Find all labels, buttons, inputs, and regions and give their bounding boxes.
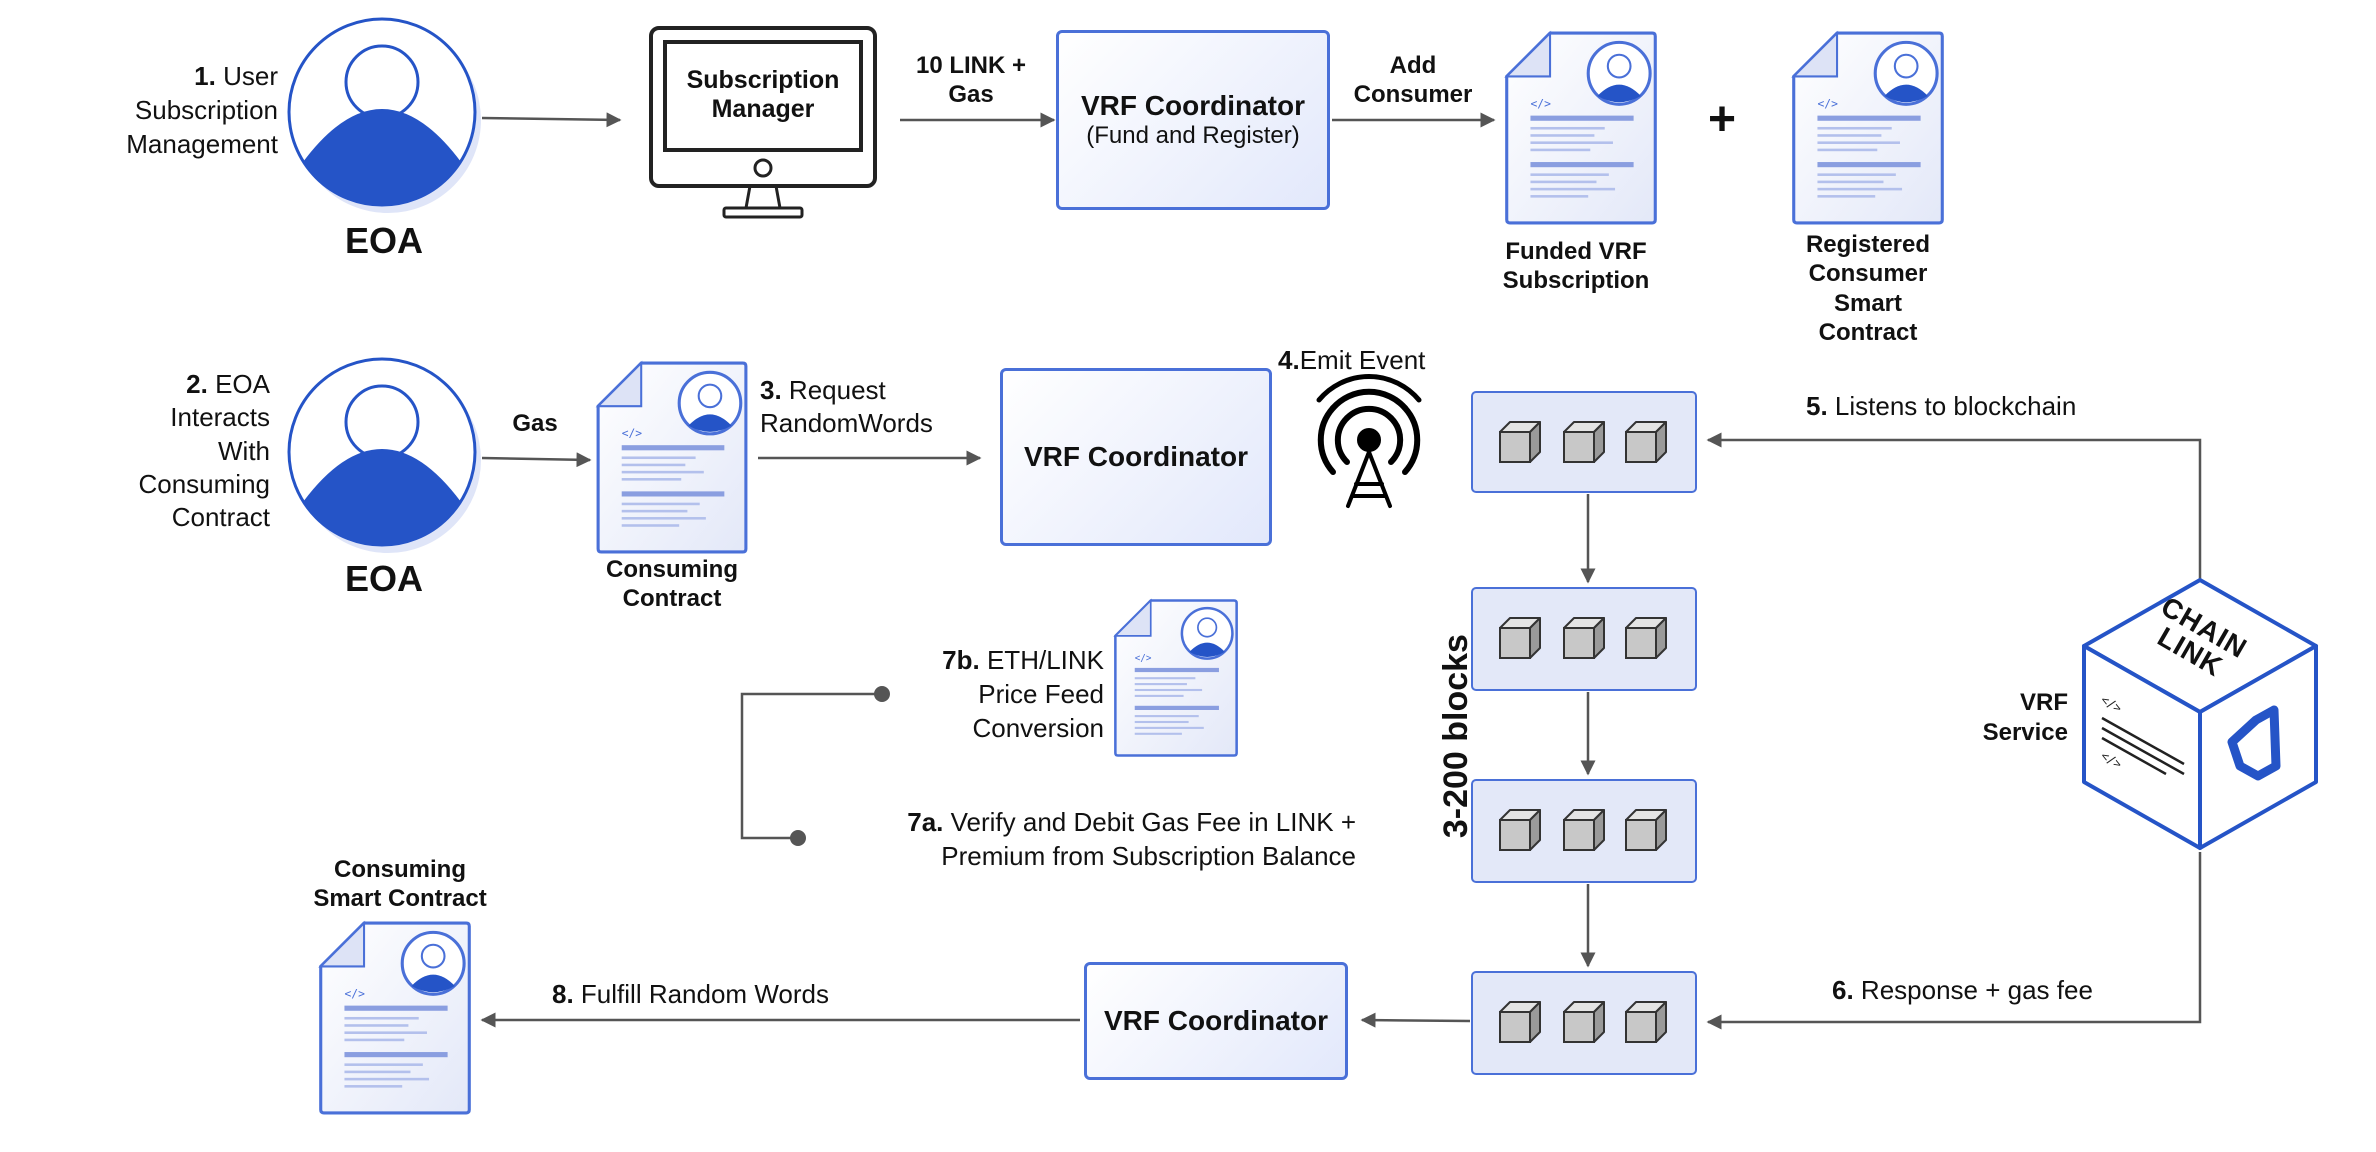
link-gas-line2: Gas xyxy=(948,80,994,108)
step6-label: 6. Response + gas fee xyxy=(1832,974,2093,1008)
step3-number: 3. xyxy=(760,375,782,405)
consuming-smart-contract-line2: Smart Contract xyxy=(313,884,487,912)
step8-number: 8. xyxy=(552,979,574,1009)
blocks-count-label: 3-200 blocks xyxy=(1436,634,1475,839)
subscription-manager-label: Subscription Manager xyxy=(665,66,861,124)
price-feed-doc xyxy=(1114,599,1238,757)
step2-label: 2. EOA Interacts With Consuming Contract xyxy=(138,368,270,534)
gas-label: Gas xyxy=(512,410,558,437)
consuming-contract-label: Consuming Contract xyxy=(572,556,772,614)
step8-text: Fulfill Random Words xyxy=(580,979,829,1009)
block-group-3 xyxy=(1471,779,1697,883)
arrow-eoa-to-consuming xyxy=(481,452,592,468)
vrf-coordinator-mid-box: VRF Coordinator xyxy=(1000,368,1272,546)
step7b-label: 7b. ETH/LINK Price Feed Conversion xyxy=(942,644,1104,745)
chainlink-cube: </> </> xyxy=(2082,578,2318,850)
subscription-manager-line2: Manager xyxy=(711,94,815,123)
consuming-contract-doc xyxy=(596,361,748,554)
step2-line4: Consuming xyxy=(138,468,270,499)
vrf-fund-title: VRF Coordinator xyxy=(1081,90,1305,121)
antenna-icon xyxy=(1316,374,1422,508)
consuming-smart-contract-line1: Consuming xyxy=(334,856,466,883)
arrow-block4-to-vrf xyxy=(1360,1012,1471,1028)
registered-line3: Smart xyxy=(1833,289,1903,317)
block-group-2 xyxy=(1471,587,1697,691)
link-gas-label: 10 LINK + Gas xyxy=(896,52,1046,110)
step7a-line2: Premium from Subscription Balance xyxy=(941,840,1356,871)
step1-label: 1. User Subscription Management xyxy=(126,60,278,161)
step2-line3: With xyxy=(218,435,270,466)
step7a-number: 7a. xyxy=(907,807,944,837)
step7a-label: 7a. Verify and Debit Gas Fee in LINK + P… xyxy=(907,806,1356,874)
step6-number: 6. xyxy=(1832,975,1854,1005)
consuming-contract-line1: Consuming xyxy=(606,556,738,583)
monitor-icon xyxy=(649,26,877,219)
step3-label: 3. Request RandomWords xyxy=(760,374,933,441)
add-consumer-line1: Add xyxy=(1389,52,1437,79)
vrf-coordinator-bottom-box: VRF Coordinator xyxy=(1084,962,1348,1080)
step2-line2: Interacts xyxy=(170,402,270,433)
step2-number: 2. xyxy=(186,369,208,399)
arrow-response xyxy=(1706,852,2202,1030)
funded-sub-line2: Subscription xyxy=(1502,266,1650,294)
step7b-line1: ETH/LINK xyxy=(986,645,1104,675)
block-group-4 xyxy=(1471,971,1697,1075)
registered-line1: Registered xyxy=(1805,231,1931,258)
arrow-eoa-to-manager xyxy=(481,112,622,128)
eoa-label-1: EOA xyxy=(344,220,423,261)
step1-line1: User xyxy=(223,61,278,91)
funded-subscription-doc xyxy=(1505,31,1657,225)
subscription-manager-line1: Subscription xyxy=(686,66,840,94)
vrf-fund-subtitle: (Fund and Register) xyxy=(1086,122,1300,149)
step8-label: 8. Fulfill Random Words xyxy=(552,978,829,1012)
step5-label: 5. Listens to blockchain xyxy=(1806,390,2076,424)
step1-line2: Subscription xyxy=(134,94,278,125)
eoa-avatar-1 xyxy=(287,17,483,215)
link-gas-line1: 10 LINK + xyxy=(915,52,1027,79)
block-group-1 xyxy=(1471,391,1697,493)
step3-line2: RandomWords xyxy=(760,408,933,439)
vrf-service-line2: Service xyxy=(1982,719,2068,746)
add-consumer-label: Add Consumer xyxy=(1338,52,1488,110)
vrf-coordinator-bottom-title: VRF Coordinator xyxy=(1104,1005,1328,1036)
vrf-coordinator-fund-box: VRF Coordinator (Fund and Register) xyxy=(1056,30,1330,210)
step6-text: Response + gas fee xyxy=(1860,975,2093,1005)
add-consumer-line2: Consumer xyxy=(1353,80,1473,108)
vrf-service-line1: VRF xyxy=(2020,689,2068,716)
registered-consumer-doc xyxy=(1792,31,1944,225)
step4-label: 4.Emit Event xyxy=(1278,344,1425,378)
step3-line1: Request xyxy=(788,375,886,405)
step1-line3: Management xyxy=(126,128,278,159)
step2-line1: EOA xyxy=(215,369,270,399)
step7b-number: 7b. xyxy=(942,645,980,675)
step4-number: 4. xyxy=(1278,345,1300,375)
step5-text: Listens to blockchain xyxy=(1834,391,2077,421)
bracket-7a-7b xyxy=(740,686,890,846)
step7b-line2: Price Feed xyxy=(978,678,1104,709)
step4-text: Emit Event xyxy=(1299,345,1426,375)
consuming-smart-contract-doc xyxy=(319,921,471,1115)
step1-number: 1. xyxy=(194,61,216,91)
plus-sign: + xyxy=(1707,93,1737,146)
step7b-line3: Conversion xyxy=(972,712,1104,743)
eoa-avatar-2 xyxy=(287,357,483,555)
funded-subscription-label: Funded VRF Subscription xyxy=(1476,238,1676,296)
eoa-label-2: EOA xyxy=(344,558,423,599)
funded-sub-line1: Funded VRF xyxy=(1505,238,1647,265)
step2-line5: Contract xyxy=(171,502,270,533)
step7a-line1: Verify and Debit Gas Fee in LINK + xyxy=(950,807,1356,837)
vrf-service-label: VRF Service xyxy=(1983,688,2068,748)
step5-number: 5. xyxy=(1806,391,1828,421)
consuming-contract-line2: Contract xyxy=(622,584,722,612)
consuming-smart-contract-label: Consuming Smart Contract xyxy=(290,856,510,914)
vrf-coordinator-mid-title: VRF Coordinator xyxy=(1024,441,1248,472)
arrow-listens xyxy=(1706,432,2202,580)
registered-line2: Consumer xyxy=(1808,260,1928,288)
registered-consumer-label: Registered Consumer Smart Contract xyxy=(1768,230,1968,347)
registered-line4: Contract xyxy=(1818,318,1918,346)
